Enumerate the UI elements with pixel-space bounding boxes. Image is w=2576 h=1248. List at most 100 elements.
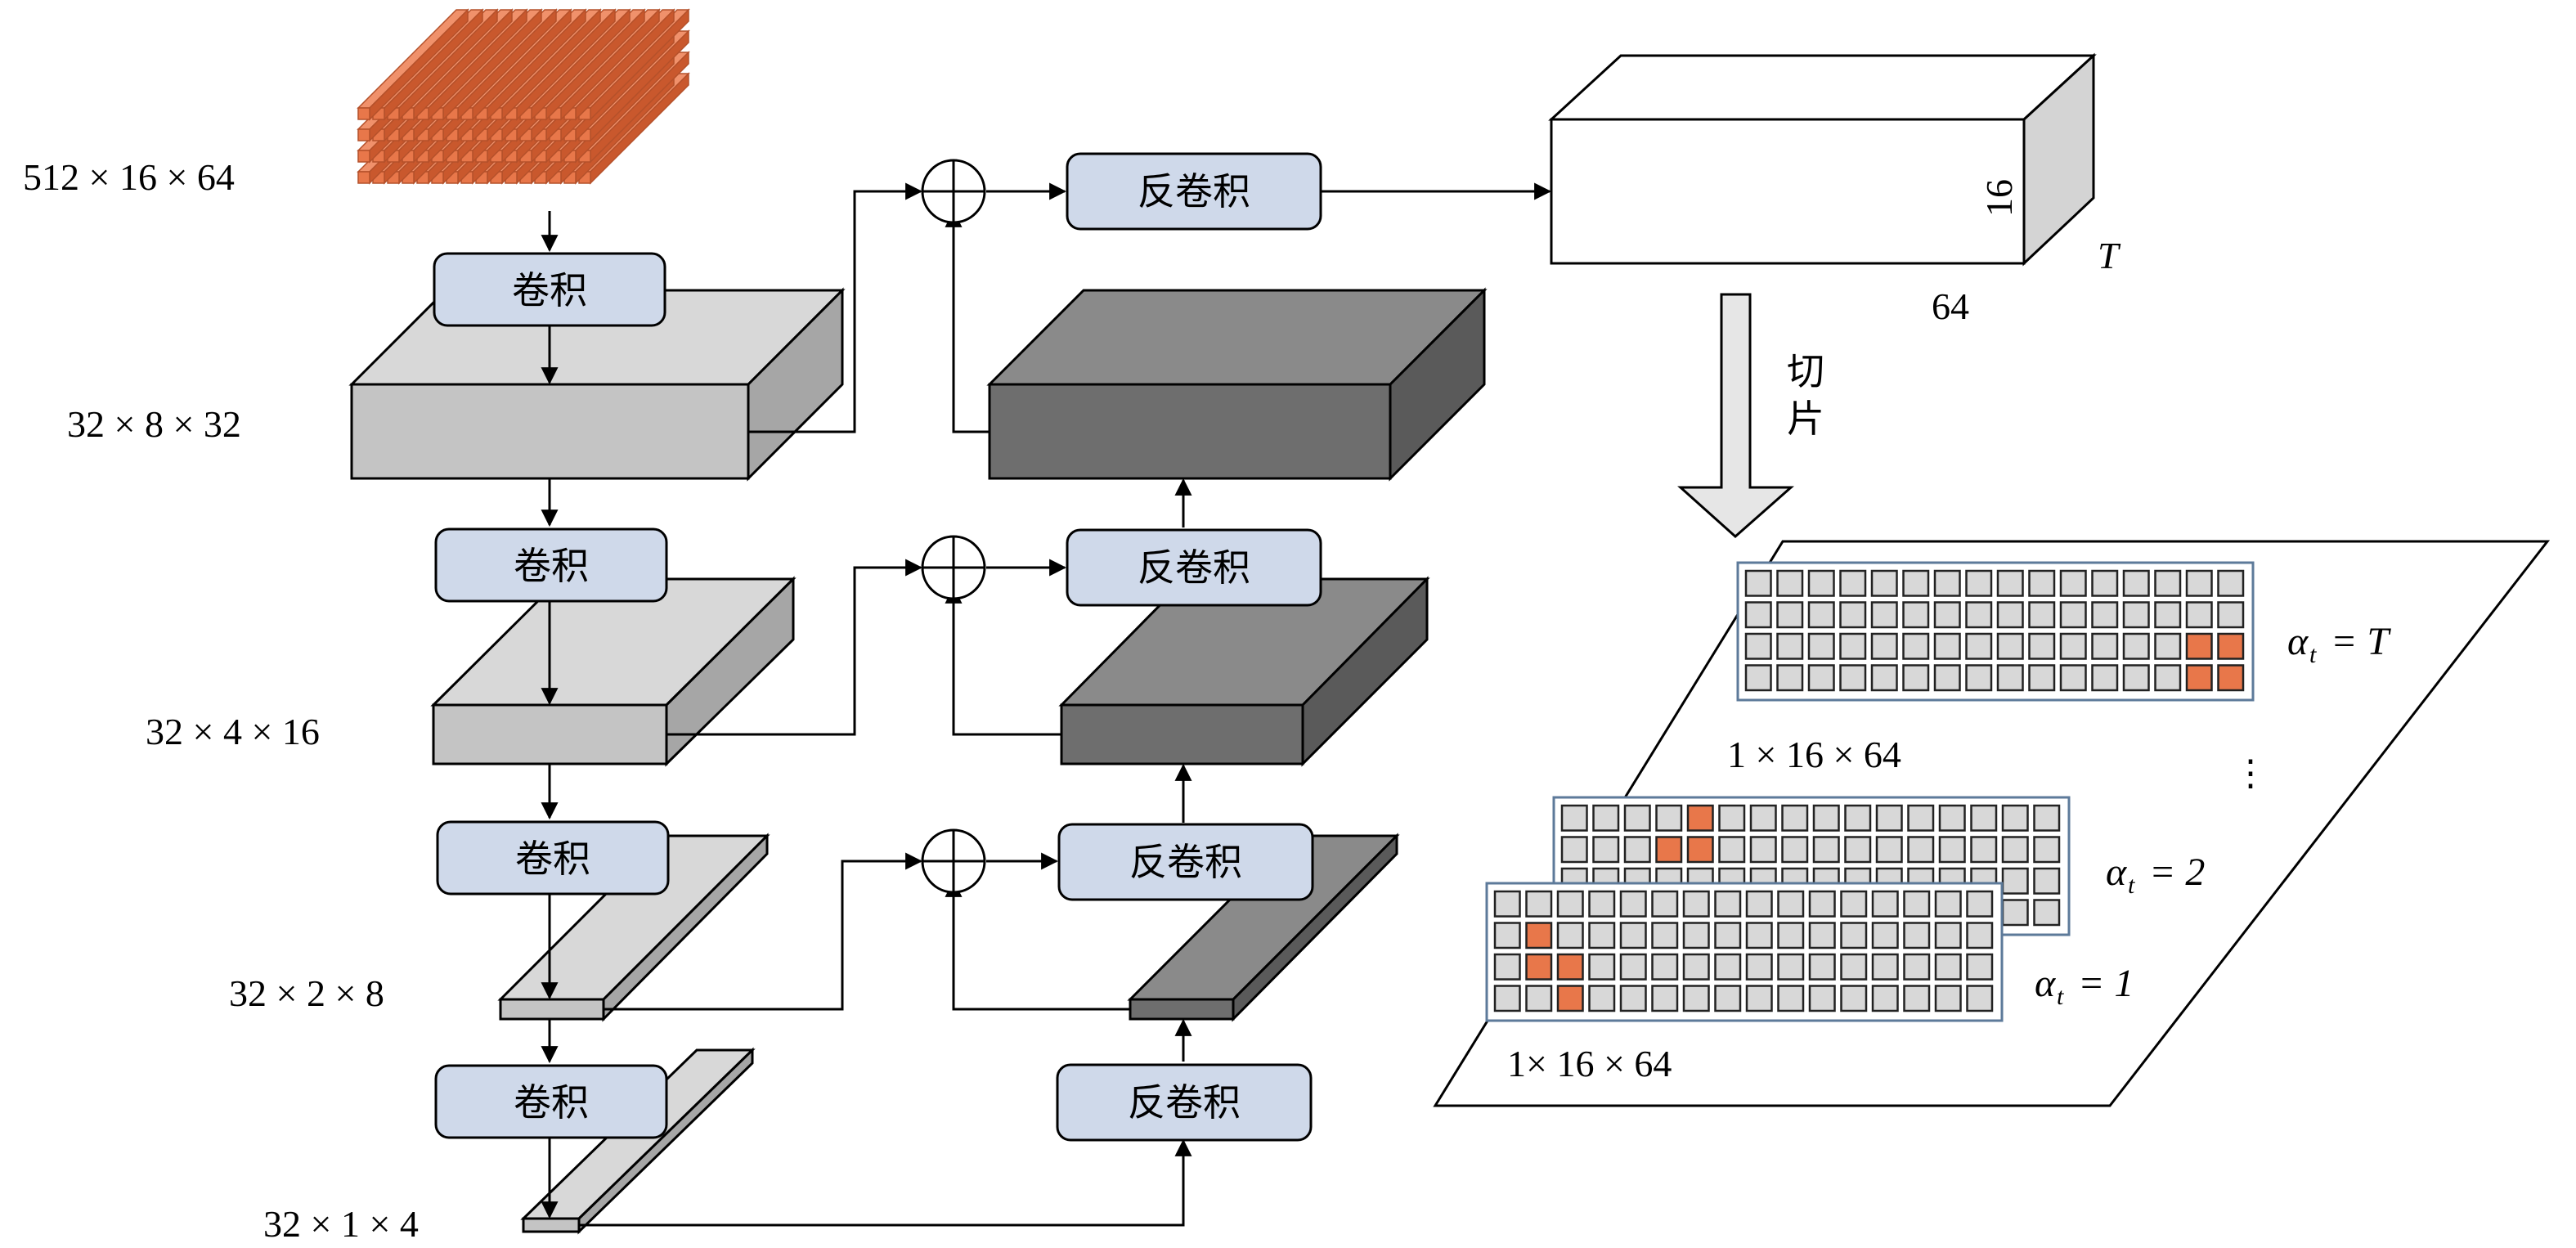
grid-cell <box>1965 664 1993 692</box>
grid-cell <box>1807 601 1835 629</box>
grid-cell <box>1776 632 1804 660</box>
grid-cell <box>1966 922 1994 949</box>
grid-cell <box>1903 953 1931 981</box>
output-tensor-block <box>1548 52 2097 267</box>
grid-cell <box>1623 836 1651 864</box>
slice-label-line1: 切 <box>1787 349 1824 393</box>
grid-cell <box>1966 953 1994 981</box>
grid-cell <box>1933 632 1961 660</box>
deconv-op-3: 反卷积 <box>1057 823 1314 901</box>
grid-cell <box>1808 922 1836 949</box>
grid-cell <box>1651 953 1679 981</box>
input-feature-tensor <box>357 8 690 185</box>
grid-cell <box>1870 632 1898 660</box>
grid-cell <box>1651 890 1679 918</box>
grid-cell <box>2033 836 2061 864</box>
encoder-box-level-3 <box>497 833 770 1022</box>
grid-cell <box>1839 569 1867 597</box>
grid-cell <box>2059 632 2087 660</box>
alpha-sub-1: t <box>2057 983 2064 1010</box>
conv-op-1: 卷积 <box>433 252 666 327</box>
grid-cell <box>1749 804 1777 832</box>
grid-cell <box>2217 664 2245 692</box>
grid-cell <box>2001 804 2029 832</box>
grid-cell <box>1651 985 1679 1012</box>
grid-cell <box>1588 922 1616 949</box>
grid-cell <box>1619 953 1647 981</box>
alpha-sub-2: t <box>2128 872 2135 899</box>
grid-cell <box>1556 985 1584 1012</box>
encoder-level-1-label: 32 × 8 × 32 <box>67 403 241 445</box>
conv-op-4: 卷积 <box>434 1064 668 1139</box>
grid-cell <box>1588 985 1616 1012</box>
grid-cell <box>1996 664 2024 692</box>
encoder-box-level-2 <box>430 576 797 767</box>
grid-cell <box>1844 836 1872 864</box>
slice-grid-t <box>1736 561 2255 702</box>
grid-cell <box>1996 569 2024 597</box>
grid-cell <box>1840 890 1868 918</box>
grid-cell <box>1902 569 1930 597</box>
grid-cell <box>1588 953 1616 981</box>
slice-label-line2: 片 <box>1787 397 1824 441</box>
deconv-op-2-label: 反卷积 <box>1138 545 1250 590</box>
grid-cell <box>1807 664 1835 692</box>
grid-cell <box>1556 953 1584 981</box>
grid-cell <box>2028 664 2056 692</box>
grid-cell <box>1807 632 1835 660</box>
grid-cell <box>1812 836 1840 864</box>
deconv-op-1: 反卷积 <box>1066 152 1322 231</box>
grid-cell <box>2154 601 2182 629</box>
alpha-symbol-2: α <box>2106 851 2127 894</box>
sum-node-1 <box>921 159 986 224</box>
slice-top-dim-label: 1 × 16 × 64 <box>1727 734 1901 775</box>
grid-cell <box>1777 953 1805 981</box>
alpha-label-2: α t = 2 <box>2106 851 2205 899</box>
grid-cell <box>1749 836 1777 864</box>
encoder-level-2-label: 32 × 4 × 16 <box>146 711 320 752</box>
grid-cell <box>1970 804 1998 832</box>
grid-cell <box>1493 953 1521 981</box>
grid-cell <box>1933 664 1961 692</box>
grid-cell <box>1744 664 1772 692</box>
encoder-level-3-label: 32 × 2 × 8 <box>229 972 384 1014</box>
grid-cell <box>1556 890 1584 918</box>
grid-cell <box>1525 922 1553 949</box>
grid-cell <box>1870 601 1898 629</box>
grid-cell <box>1525 890 1553 918</box>
deconv-op-4: 反卷积 <box>1056 1063 1313 1142</box>
grid-cell <box>1934 922 1962 949</box>
grid-cell <box>2122 632 2150 660</box>
grid-cell <box>2091 569 2119 597</box>
conv-op-4-label: 卷积 <box>514 1080 589 1125</box>
grid-cell <box>1714 953 1742 981</box>
grid-cell <box>1776 664 1804 692</box>
sum-node-3 <box>921 828 986 894</box>
output-width-label: 64 <box>1932 285 1969 327</box>
alpha-symbol-1: α <box>2035 962 2056 1005</box>
grid-cell <box>1777 985 1805 1012</box>
grid-cell <box>2033 899 2061 927</box>
grid-cell <box>1588 890 1616 918</box>
alpha-label-1: α t = 1 <box>2035 962 2134 1010</box>
grid-cell <box>1781 804 1809 832</box>
grid-cell <box>1560 836 1588 864</box>
grid-cell <box>1933 569 1961 597</box>
grid-cell <box>2185 632 2213 660</box>
grid-cell <box>1812 804 1840 832</box>
grid-cell <box>1934 985 1962 1012</box>
output-depth-label: T <box>2098 235 2121 276</box>
alpha-value-2: = 2 <box>2149 851 2205 894</box>
grid-cell <box>1623 804 1651 832</box>
grid-cell <box>1744 632 1772 660</box>
grid-cell <box>1970 836 1998 864</box>
grid-cell <box>2122 601 2150 629</box>
grid-cell <box>1875 836 1903 864</box>
grid-cell <box>1933 601 1961 629</box>
grid-cell <box>2001 867 2029 895</box>
grid-cell <box>1840 922 1868 949</box>
grid-cell <box>1996 632 2024 660</box>
grid-cell <box>2217 601 2245 629</box>
grid-cell <box>1965 601 1993 629</box>
